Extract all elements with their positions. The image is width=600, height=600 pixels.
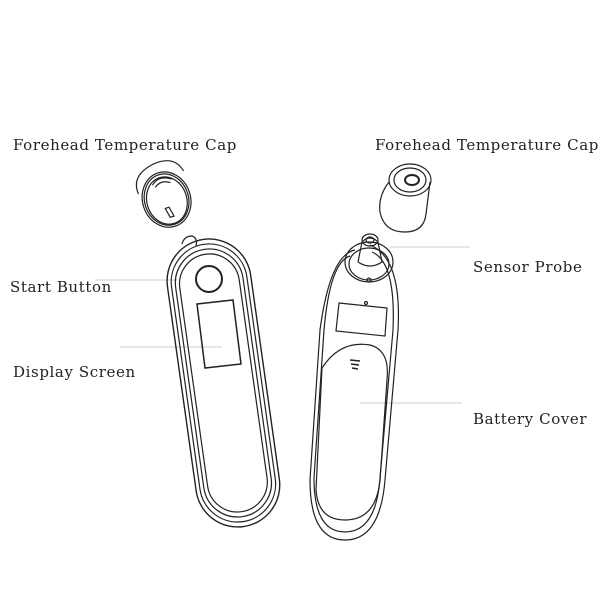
label-forehead-cap-left: Forehead Temperature Cap: [13, 136, 237, 154]
label-display-screen: Display Screen: [13, 363, 136, 381]
leader-lines: [95, 246, 470, 404]
display-screen-icon: [196, 299, 242, 369]
thermometer-back-icon: [309, 233, 400, 541]
label-sensor-probe: Sensor Probe: [473, 258, 583, 276]
battery-cover-icon: [315, 343, 388, 521]
start-button-icon: [195, 265, 223, 293]
thermometer-front-icon: [166, 235, 281, 528]
label-battery-cover: Battery Cover: [473, 410, 588, 428]
label-forehead-cap-right: Forehead Temperature Cap: [375, 136, 599, 154]
label-start-button: Start Button: [10, 278, 112, 296]
forehead-cap-right-icon: [379, 163, 432, 233]
forehead-cap-left-icon: [135, 160, 192, 228]
